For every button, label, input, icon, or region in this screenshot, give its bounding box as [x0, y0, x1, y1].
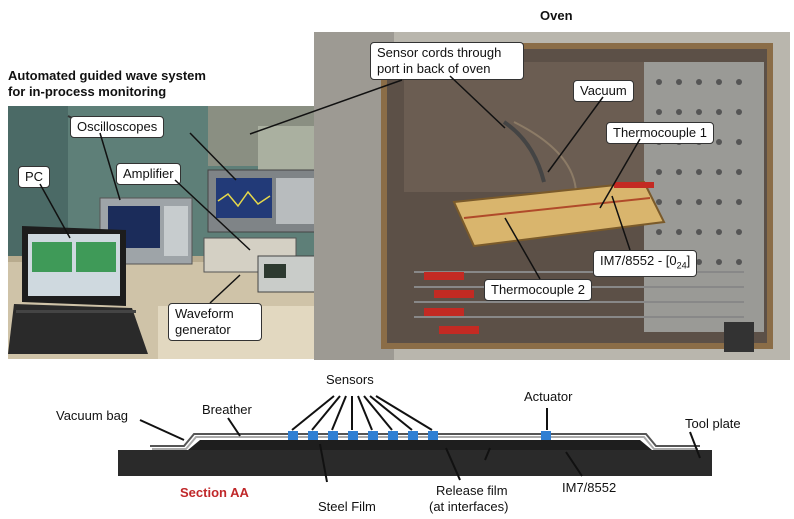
label-vacuum-bag: Vacuum bag [56, 408, 129, 423]
breather-line [152, 436, 698, 450]
label-breather: Breather [202, 402, 252, 417]
actuator-shape [541, 431, 551, 440]
left-photo-title-line1: Automated guided wave system [8, 68, 206, 83]
sensor-3 [328, 431, 338, 440]
right-photo-title: Oven [540, 8, 573, 23]
sensor-5 [368, 431, 378, 440]
label-release-film-line1: Release film [436, 483, 508, 498]
label-steel-film: Steel Film [318, 499, 376, 514]
section-label: Section AA [180, 485, 249, 500]
label-material: IM7/8552 [562, 480, 617, 495]
tool-plate-shape [118, 450, 712, 476]
callout-waveform-generator: Waveform generator [168, 303, 262, 341]
callout-thermocouple-1: Thermocouple 1 [606, 122, 714, 144]
sensor-8 [428, 431, 438, 440]
laminate-label: IM7/8552 - [0 [600, 253, 677, 268]
callout-laminate: IM7/8552 - [024] [593, 250, 698, 277]
vacuum-bag-line [150, 433, 700, 447]
laminate-shape [188, 440, 652, 450]
sensor-cords-line2: port in back of oven [377, 61, 491, 76]
callout-sensor-cords: Sensor cords through port in back of ove… [370, 42, 524, 80]
sensor-6 [388, 431, 398, 440]
callout-thermocouple-2: Thermocouple 2 [484, 279, 592, 301]
sensor-1 [288, 431, 298, 440]
label-release-film-line2: (at interfaces) [429, 499, 509, 514]
waveform-line2: generator [175, 322, 231, 337]
label-sensors: Sensors [326, 372, 374, 387]
callout-vacuum: Vacuum [573, 80, 634, 102]
left-photo-title-line2: for in-process monitoring [8, 84, 167, 99]
label-tool-plate: Tool plate [685, 416, 741, 431]
callout-amplifier: Amplifier [116, 163, 181, 185]
label-actuator: Actuator [524, 389, 573, 404]
sensor-7 [408, 431, 418, 440]
laminate-label-end: ] [686, 253, 691, 268]
laminate-subscript: 24 [676, 260, 687, 271]
sensor-2 [308, 431, 318, 440]
callout-pc: PC [18, 166, 51, 188]
sensor-4 [348, 431, 358, 440]
sensor-cords-line1: Sensor cords through [377, 45, 502, 60]
waveform-line1: Waveform [175, 306, 234, 321]
